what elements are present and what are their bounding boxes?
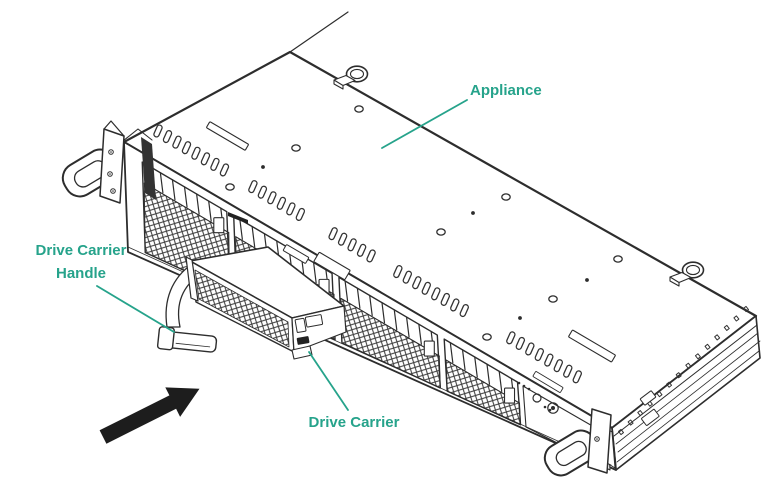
drive-carrier-assembly	[156, 246, 347, 360]
insertion-direction-arrow-icon	[99, 387, 200, 444]
optical-slot	[313, 251, 351, 281]
right-rack-handle	[543, 408, 612, 477]
carrier-leader-line	[308, 351, 349, 411]
optical-slot-small	[282, 244, 310, 264]
power-button	[547, 402, 559, 414]
cover-label-plate-right	[568, 329, 616, 363]
carrier-release-button	[296, 336, 310, 345]
front-arrow-sticker	[228, 212, 248, 224]
left-rack-handle	[61, 120, 125, 204]
drive-bay	[443, 338, 522, 426]
cover-latch-left	[333, 65, 369, 90]
drive-bay	[338, 276, 441, 389]
drive-carrier-handle-grip	[156, 326, 218, 353]
appliance-leader-line	[381, 99, 468, 149]
drive-carrier-handle-label: Drive Carrier Handle	[35, 242, 127, 282]
rear-lip-edge	[289, 11, 349, 53]
drive-carrier-label: Drive Carrier	[308, 414, 400, 431]
side-rail-rivets	[618, 305, 749, 436]
cover-label-plate-left	[206, 121, 249, 151]
appliance-label: Appliance	[470, 82, 542, 99]
cover-latch-right	[669, 261, 705, 287]
top-vent-slots	[153, 124, 582, 384]
reset-button	[532, 393, 542, 403]
handle-leader-line	[96, 285, 175, 333]
front-left-post	[141, 137, 156, 200]
top-cover	[122, 11, 758, 433]
top-screw-holes	[225, 105, 623, 341]
